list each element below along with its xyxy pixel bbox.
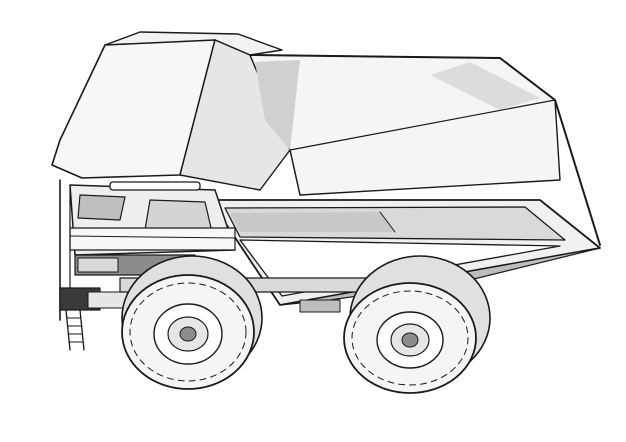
light-bar xyxy=(109,181,201,191)
stripe-divider xyxy=(379,211,396,233)
bed-crease-2 xyxy=(289,149,301,196)
canopy-side xyxy=(179,39,291,191)
deck-platform xyxy=(69,227,236,251)
machinery-panel xyxy=(77,257,119,273)
front-tread xyxy=(129,282,247,382)
bed-interior-shadow-2 xyxy=(430,62,540,110)
rear-hub-cap xyxy=(401,332,419,348)
cab-window-right xyxy=(144,199,213,233)
bed-side-stripe-light xyxy=(230,212,395,232)
rear-wheel xyxy=(343,255,491,394)
rear-axle-housing xyxy=(299,299,341,313)
rear-tread xyxy=(351,290,469,386)
bed-rim xyxy=(249,54,601,246)
front-hub-cap xyxy=(179,326,197,342)
access-ladder xyxy=(65,309,85,351)
bed-crease xyxy=(289,99,556,151)
cab-window xyxy=(77,194,126,221)
front-wheel xyxy=(121,255,263,390)
handrail xyxy=(69,235,236,239)
bed-interior-shadow xyxy=(255,60,300,150)
